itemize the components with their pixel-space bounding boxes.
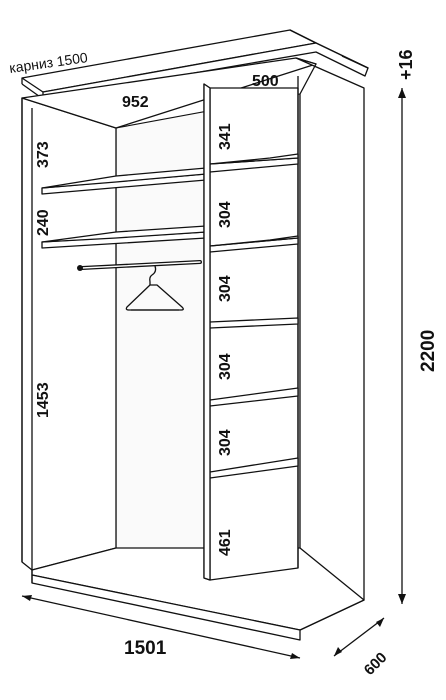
dim-right-5: 304 — [217, 429, 234, 456]
dim-width: 1501 — [124, 638, 167, 659]
dim-right-6: 461 — [217, 529, 234, 556]
dim-right-2: 304 — [217, 201, 234, 228]
hanging-rail — [77, 260, 202, 271]
dim-depth: 600 — [361, 649, 391, 679]
dim-right-4: 304 — [217, 353, 234, 380]
dim-height-extra: +16 — [396, 49, 416, 80]
dim-right-3: 304 — [217, 275, 234, 302]
dim-right-1: 341 — [217, 123, 234, 150]
dim-height: 2200 — [418, 330, 439, 372]
carcass — [21, 57, 365, 641]
dim-left-upper: 373 — [35, 141, 52, 168]
left-shelves — [41, 167, 207, 249]
dim-top-width: 952 — [122, 94, 149, 111]
divider-front-edge — [203, 83, 211, 581]
width-arrow — [21, 595, 301, 659]
dim-top-right: 500 — [252, 73, 279, 90]
depth-arrow — [333, 617, 385, 657]
dim-left-mid: 240 — [35, 209, 52, 236]
right-shelves — [209, 153, 299, 479]
hanger-icon — [125, 265, 184, 311]
dim-left-lower: 1453 — [35, 382, 52, 418]
height-arrow — [398, 88, 406, 604]
